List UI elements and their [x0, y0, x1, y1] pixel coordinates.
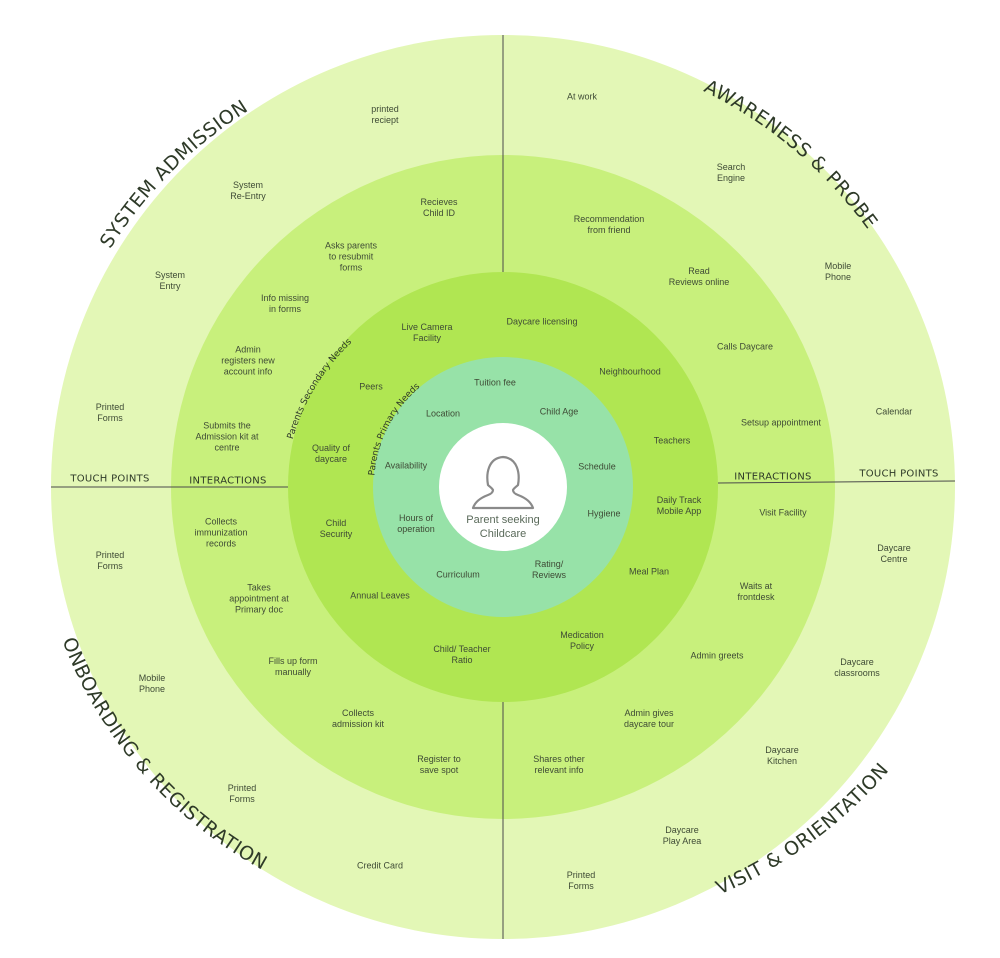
person-silhouette-icon: [471, 455, 535, 510]
divider-right: [717, 480, 956, 484]
center-circle: [439, 423, 567, 551]
